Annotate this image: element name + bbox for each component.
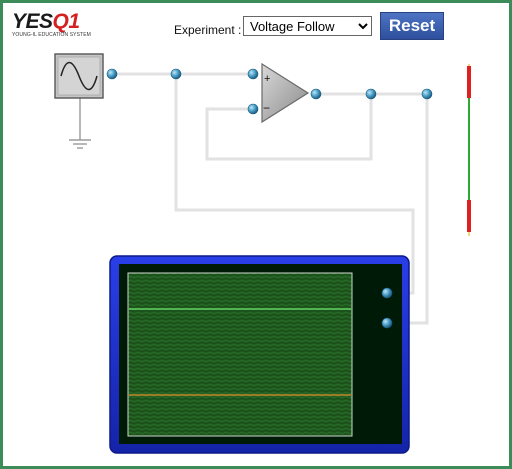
reset-button[interactable]: Reset [380, 12, 444, 40]
logo-accent: Q1 [52, 10, 81, 33]
scope-input-ch2[interactable] [381, 317, 393, 329]
wire-feedback-loop [205, 92, 373, 161]
meter-bottom-red [467, 200, 471, 232]
node-opamp-plus[interactable] [247, 68, 259, 80]
experiment-label: Experiment : [174, 23, 242, 37]
node-input-junction[interactable] [170, 68, 182, 80]
logo-wordmark: YESQ1 [12, 11, 91, 32]
logo-main: YES [12, 10, 53, 33]
level-meter [467, 64, 471, 236]
scope-input-ch1[interactable] [381, 287, 393, 299]
opamp[interactable]: + − [261, 62, 310, 124]
opamp-minus-sign: − [263, 101, 270, 115]
scope-screen [127, 272, 353, 437]
meter-green-segment [468, 98, 470, 200]
node-opamp-out[interactable] [310, 88, 322, 100]
oscilloscope [109, 255, 410, 454]
nodes [106, 68, 433, 115]
signal-source[interactable] [54, 53, 104, 99]
opamp-plus-sign: + [264, 73, 270, 85]
meter-top-red [467, 66, 471, 98]
node-feedback-junction[interactable] [365, 88, 377, 100]
ground-symbol [69, 98, 91, 149]
sine-wave-icon [60, 61, 98, 91]
node-source-out[interactable] [106, 68, 118, 80]
node-output-terminal[interactable] [421, 88, 433, 100]
experiment-select[interactable]: Voltage Follow [243, 16, 372, 36]
logo-subtitle: YOUNG-IL EDUCATION SYSTEM [12, 32, 91, 38]
brand-logo: YESQ1 YOUNG-IL EDUCATION SYSTEM [12, 11, 91, 38]
node-opamp-minus[interactable] [247, 103, 259, 115]
